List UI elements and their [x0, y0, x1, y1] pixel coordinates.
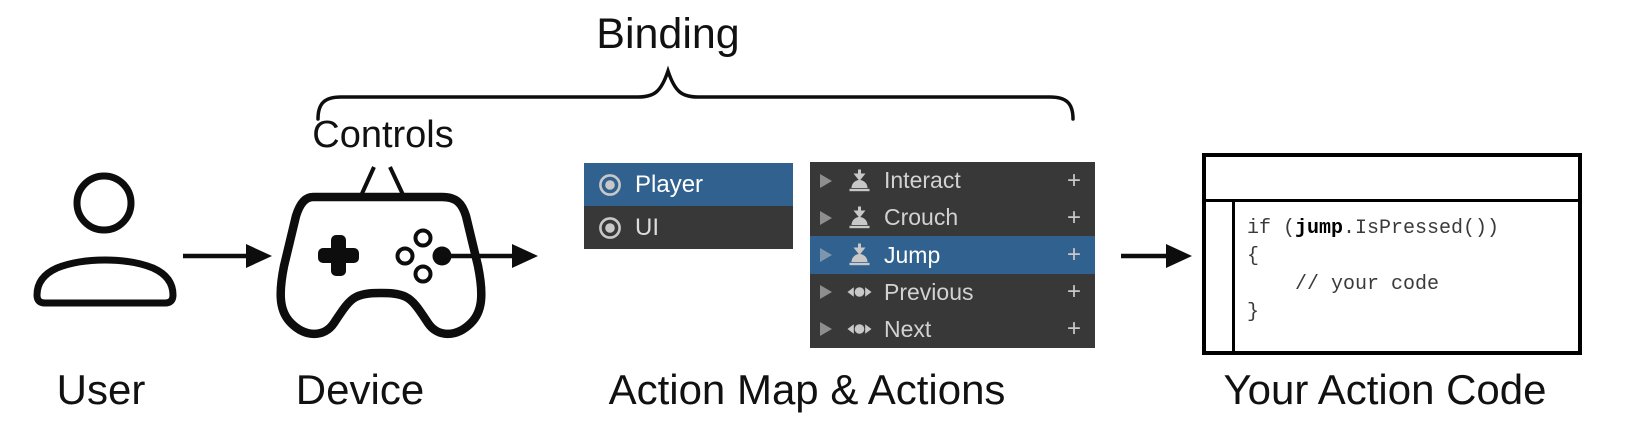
actions-panel: Interact + Crouch + Jump + [810, 162, 1095, 348]
axis-action-icon [847, 287, 872, 298]
action-row-label: Previous [884, 278, 974, 305]
arrow-user-to-device [183, 244, 272, 268]
action-row-label: Jump [884, 241, 941, 268]
binding-brace [316, 65, 1075, 121]
arrow-device-to-actionmap [432, 244, 538, 268]
action-row-jump[interactable]: Jump + [810, 236, 1095, 274]
code-line-2: { [1247, 245, 1260, 268]
code-line-1: if (jump.IsPressed()) [1247, 217, 1500, 240]
user-label: User [56, 366, 146, 413]
action-row-next[interactable]: Next + [810, 311, 1095, 348]
gamepad-icon [276, 192, 486, 339]
code-line-3: // your code [1247, 273, 1440, 296]
code-window-titlebar [1206, 157, 1578, 202]
user-icon [33, 172, 177, 307]
action-map-row-player[interactable]: Player [584, 163, 793, 206]
add-binding-button[interactable]: + [1066, 203, 1081, 231]
foldout-triangle-icon[interactable] [819, 321, 833, 337]
action-map-icon [599, 173, 621, 196]
foldout-triangle-icon[interactable] [819, 210, 833, 226]
foldout-triangle-icon[interactable] [819, 284, 833, 300]
action-row-crouch[interactable]: Crouch + [810, 199, 1095, 236]
add-binding-button[interactable]: + [1066, 278, 1081, 306]
action-map-label: Action Map & Actions [608, 366, 1006, 413]
action-row-label: Next [884, 315, 932, 342]
foldout-triangle-icon[interactable] [819, 247, 833, 263]
code-window: if (jump.IsPressed()) { // your code } [1202, 153, 1582, 355]
arrow-actions-to-code [1121, 244, 1192, 268]
gamepad-body [276, 192, 486, 339]
code-gutter-divider [1232, 202, 1235, 351]
binding-label: Binding [596, 10, 740, 58]
device-label: Device [295, 366, 425, 413]
face-buttons-icon [395, 228, 433, 284]
axis-action-icon [847, 324, 872, 335]
dpad-icon [318, 235, 359, 276]
button-action-icon [849, 243, 870, 266]
add-binding-button[interactable]: + [1066, 315, 1081, 343]
code-snippet: if (jump.IsPressed()) { // your code } [1247, 215, 1499, 327]
your-action-code-label: Your Action Code [1223, 366, 1547, 413]
button-action-icon [849, 169, 870, 191]
action-row-label: Crouch [884, 204, 959, 231]
code-line-4: } [1247, 301, 1260, 324]
button-action-icon [849, 206, 870, 228]
action-map-icon [599, 216, 621, 239]
add-binding-button[interactable]: + [1066, 166, 1081, 194]
foldout-triangle-icon[interactable] [819, 173, 833, 189]
action-map-panel: Player UI [584, 163, 793, 249]
action-row-label: Interact [884, 167, 961, 194]
action-row-previous[interactable]: Previous + [810, 274, 1095, 311]
add-binding-button[interactable]: + [1066, 241, 1081, 268]
action-map-row-label: UI [635, 213, 659, 241]
action-map-row-label: Player [635, 170, 704, 198]
action-row-interact[interactable]: Interact + [810, 162, 1095, 199]
action-map-row-ui[interactable]: UI [584, 206, 793, 249]
controls-label: Controls [312, 114, 454, 156]
code-jump-token: jump [1295, 217, 1344, 240]
code-window-body: if (jump.IsPressed()) { // your code } [1206, 202, 1578, 351]
